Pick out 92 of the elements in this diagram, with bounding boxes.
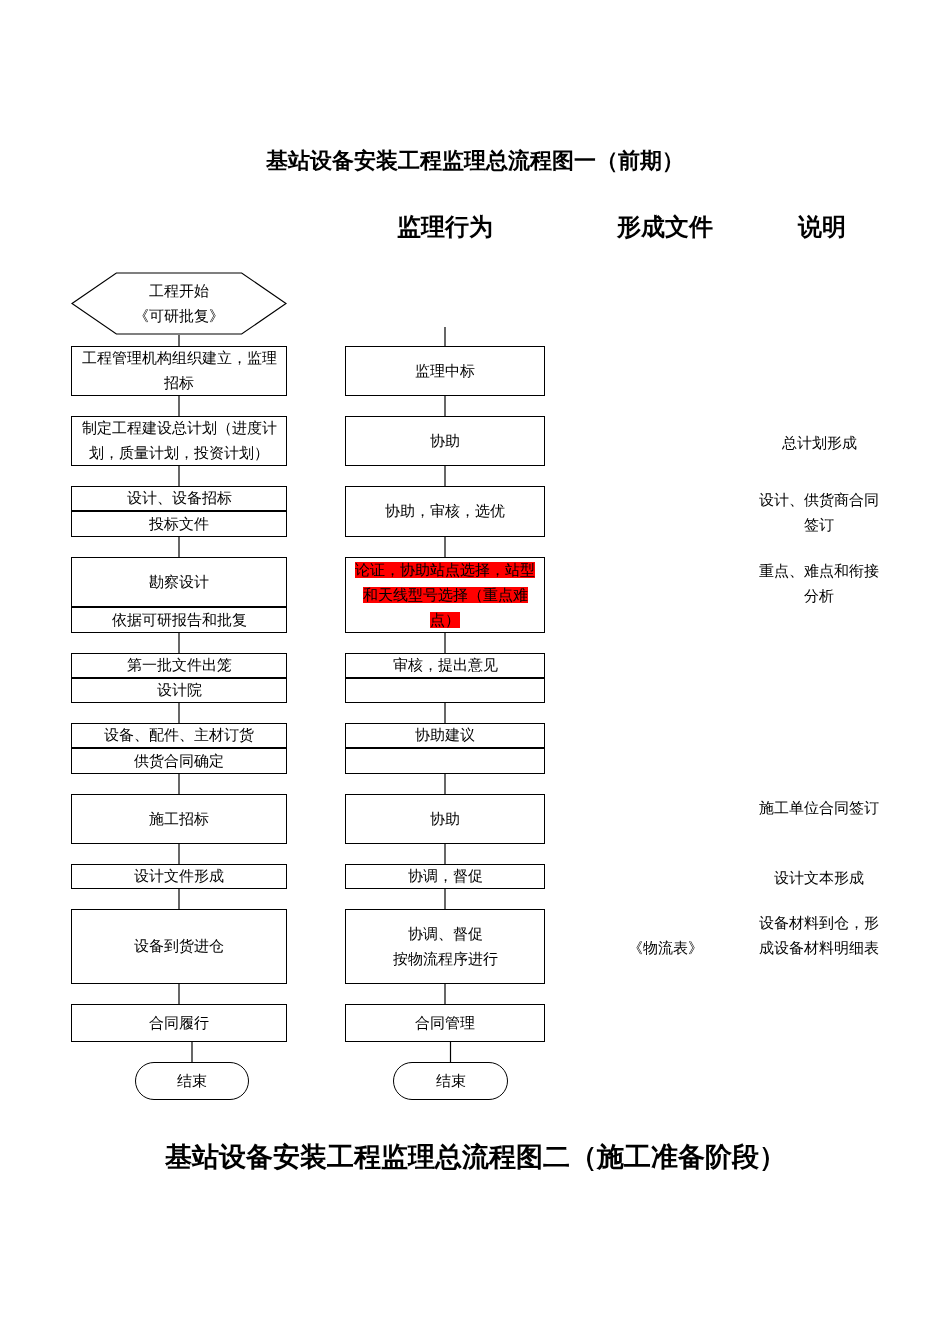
- column-header: 监理行为: [396, 213, 494, 242]
- process-box: [71, 557, 287, 607]
- process-box: [71, 1004, 287, 1042]
- process-box: [345, 909, 545, 984]
- process-box: [345, 557, 545, 633]
- connector-line: [444, 395, 446, 417]
- connector-line: [178, 843, 180, 865]
- connector-line: [178, 632, 180, 654]
- column-header: 说明: [796, 213, 847, 242]
- node-text: 设计院: [155, 681, 203, 700]
- note-text: 设计文本形成: [773, 869, 865, 888]
- connector-line: [444, 702, 446, 724]
- node-text: 第一批文件出笼: [125, 656, 233, 675]
- connector-line: [178, 334, 180, 347]
- subtitle: 基站设备安装工程监理总流程图二（施工准备阶段）: [163, 1141, 787, 1174]
- node-text: 工程管理机构组织建立，监理招标: [80, 349, 278, 393]
- process-box: [345, 346, 545, 396]
- node-text: 审核，提出意见: [391, 656, 499, 675]
- note-text: 设计、供货商合同签订: [758, 491, 880, 535]
- process-box: [71, 748, 287, 774]
- node-text: 《可研批复》: [133, 306, 225, 326]
- process-box: [345, 486, 545, 537]
- node-text: 制定工程建设总计划（进度计划，质量计划，投资计划）: [80, 419, 278, 463]
- connector-line: [449, 1041, 452, 1063]
- node-text: 供货合同确定: [133, 751, 225, 771]
- node-text: 协助，审核，选优: [384, 502, 506, 521]
- process-box: [71, 723, 287, 748]
- node-text: 工程开始: [148, 281, 210, 301]
- note-text: 总计划形成: [780, 434, 858, 453]
- process-box: [71, 678, 287, 703]
- process-box: [345, 1004, 545, 1042]
- connector-line: [444, 536, 446, 558]
- node-text: 结束: [176, 1071, 208, 1091]
- process-box: [345, 653, 545, 678]
- connector-line: [178, 465, 180, 487]
- process-box: [71, 511, 287, 537]
- connector-line: [444, 888, 446, 910]
- process-box: [345, 864, 545, 889]
- node-text: 结束: [434, 1071, 467, 1091]
- node-text: 协调、督促: [406, 924, 484, 944]
- node-text: 论证，协助站点选择，站型和天线型号选择（重点难点）: [354, 560, 536, 630]
- connector-line: [178, 536, 180, 558]
- connector-line: [444, 465, 446, 487]
- connector-line: [444, 983, 446, 1005]
- empty-box: [345, 678, 545, 703]
- node-text: 设备到货进仓: [133, 937, 225, 956]
- note-text: 《物流表》: [626, 939, 704, 958]
- process-box: [71, 864, 287, 889]
- process-box: [71, 794, 287, 844]
- end-terminal: [135, 1062, 249, 1100]
- connector-line: [178, 395, 180, 417]
- connector-line: [178, 983, 180, 1005]
- process-box: [71, 486, 287, 511]
- node-text: 监理中标: [414, 361, 476, 381]
- note-text: 施工单位合同签订: [758, 799, 880, 818]
- connector-line: [178, 773, 180, 795]
- process-box: [71, 416, 287, 466]
- node-text: 协助: [429, 809, 461, 829]
- column-header: 形成文件: [616, 213, 714, 242]
- note-text: 设备材料到仓，形成设备材料明细表: [758, 914, 880, 958]
- start-hexagon: [71, 272, 287, 335]
- node-text: 依据可研报告和批复: [110, 610, 248, 630]
- node-text: 设备、配件、主材订货: [103, 726, 255, 745]
- process-box: [71, 346, 287, 396]
- connector-line: [444, 326, 446, 347]
- connector-line: [178, 702, 180, 724]
- node-text: 设计文件形成: [133, 867, 225, 886]
- process-box: [71, 607, 287, 633]
- node-text: 施工招标: [148, 809, 210, 829]
- connector-line: [444, 773, 446, 795]
- process-box: [345, 723, 545, 748]
- process-box: [345, 416, 545, 466]
- node-text: 协助: [429, 431, 461, 451]
- node-text: 合同管理: [414, 1013, 476, 1033]
- connector-line: [178, 888, 180, 910]
- connector-line: [191, 1041, 193, 1063]
- node-text: 勘察设计: [148, 572, 210, 592]
- node-text: 协助建议: [414, 726, 476, 745]
- end-terminal: [393, 1062, 508, 1100]
- node-text: 投标文件: [148, 514, 210, 534]
- process-box: [345, 794, 545, 844]
- empty-box: [345, 748, 545, 774]
- node-text: 协调，督促: [406, 867, 484, 886]
- title: 基站设备安装工程监理总流程图一（前期）: [265, 147, 685, 175]
- node-text: 合同履行: [148, 1013, 210, 1033]
- node-text: 设计、设备招标: [125, 489, 233, 508]
- process-box: [71, 909, 287, 984]
- connector-line: [444, 843, 446, 865]
- connector-line: [444, 632, 446, 654]
- note-text: 重点、难点和衔接分析: [758, 562, 880, 606]
- node-text: 按物流程序进行: [391, 949, 499, 969]
- process-box: [71, 653, 287, 678]
